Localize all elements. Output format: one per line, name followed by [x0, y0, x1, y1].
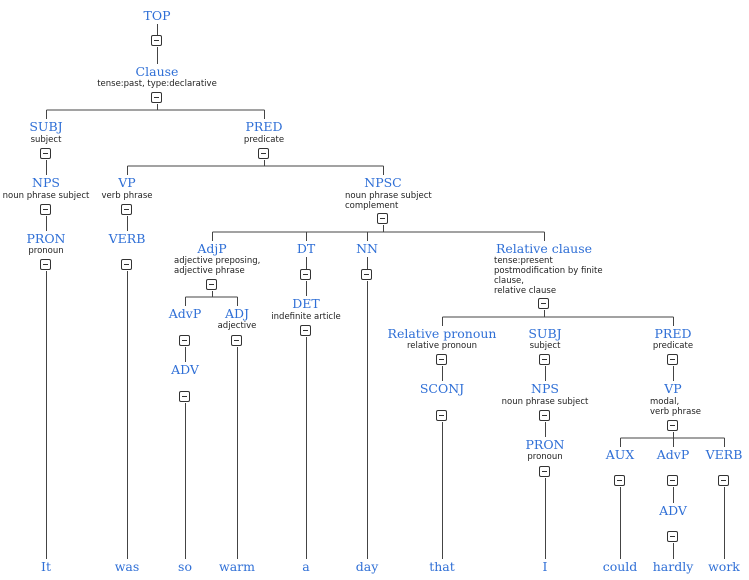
- collapse-toggle-advp-rel[interactable]: [667, 475, 678, 486]
- collapse-toggle-advp[interactable]: [179, 335, 190, 346]
- node-desc-pred: predicate: [243, 135, 285, 145]
- collapse-toggle-aux[interactable]: [614, 475, 625, 486]
- node-desc-nps: noun phrase subject: [2, 191, 90, 201]
- node-label-vp-rel: VP: [664, 381, 682, 396]
- node-desc-subj: subject: [30, 135, 62, 145]
- collapse-toggle-nps[interactable]: [40, 204, 51, 215]
- node-label-top: TOP: [143, 8, 171, 23]
- node-desc-subj-rel: subject: [529, 341, 561, 351]
- node-label-adjp: AdjP: [197, 241, 227, 256]
- word-could: could: [602, 559, 638, 574]
- collapse-toggle-nn[interactable]: [361, 269, 372, 280]
- collapse-toggle-adjp[interactable]: [206, 279, 217, 290]
- collapse-toggle-adv-rel[interactable]: [667, 531, 678, 542]
- node-label-verb-rel: VERB: [705, 447, 743, 462]
- word-warm: warm: [219, 559, 255, 574]
- node-label-aux: AUX: [605, 447, 635, 462]
- node-desc-relative-clause: tense:present postmodification by finite…: [494, 256, 603, 296]
- node-desc-vp-rel: modal, verb phrase: [650, 397, 701, 417]
- node-label-dt: DT: [296, 241, 316, 256]
- node-label-pron-rel: PRON: [525, 437, 565, 452]
- node-label-pred-rel: PRED: [654, 326, 692, 341]
- node-desc-adjp: adjective preposing, adjective phrase: [174, 256, 261, 276]
- node-desc-det: indefinite article: [271, 312, 341, 322]
- collapse-toggle-relative-pronoun[interactable]: [436, 354, 447, 365]
- node-label-sconj: SCONJ: [419, 381, 465, 396]
- node-label-nps: NPS: [32, 175, 60, 190]
- collapse-toggle-det[interactable]: [300, 325, 311, 336]
- word-i: I: [542, 559, 548, 574]
- node-label-advp: AdvP: [168, 306, 202, 321]
- node-desc-pron: pronoun: [28, 246, 64, 256]
- node-label-subj-rel: SUBJ: [528, 326, 562, 341]
- node-label-adj: ADJ: [224, 306, 250, 321]
- node-desc-npsc: noun phrase subject complement: [345, 191, 432, 211]
- collapse-toggle-pred-rel[interactable]: [667, 354, 678, 365]
- node-label-pron: PRON: [26, 231, 66, 246]
- node-desc-pred-rel: predicate: [652, 341, 694, 351]
- collapse-toggle-pron-rel[interactable]: [539, 466, 550, 477]
- word-day: day: [355, 559, 379, 574]
- node-label-relative-clause: Relative clause: [495, 241, 593, 256]
- node-label-det: DET: [292, 296, 320, 311]
- node-label-adv: ADV: [171, 362, 199, 377]
- node-desc-adj: adjective: [217, 321, 257, 331]
- node-label-relative-pronoun: Relative pronoun: [387, 326, 497, 341]
- collapse-toggle-verb-rel[interactable]: [718, 475, 729, 486]
- word-it: It: [41, 559, 51, 574]
- word-a: a: [302, 559, 310, 574]
- collapse-toggle-top[interactable]: [151, 35, 162, 46]
- collapse-toggle-dt[interactable]: [300, 269, 311, 280]
- node-label-npsc: NPSC: [364, 175, 402, 190]
- word-so: so: [178, 559, 192, 574]
- node-label-verb: VERB: [108, 231, 146, 246]
- node-label-nn: NN: [356, 241, 378, 256]
- collapse-toggle-adj[interactable]: [231, 335, 242, 346]
- node-desc-vp: verb phrase: [101, 191, 153, 201]
- node-desc-relative-pronoun: relative pronoun: [406, 341, 478, 351]
- collapse-toggle-subj-rel[interactable]: [539, 354, 550, 365]
- collapse-toggle-vp[interactable]: [121, 204, 132, 215]
- word-was: was: [114, 559, 140, 574]
- node-label-vp: VP: [118, 175, 136, 190]
- collapse-toggle-clause[interactable]: [151, 92, 162, 103]
- node-label-nps-rel: NPS: [531, 381, 559, 396]
- node-label-pred: PRED: [245, 119, 283, 134]
- node-desc-pron-rel: pronoun: [527, 452, 563, 462]
- collapse-toggle-vp-rel[interactable]: [667, 420, 678, 431]
- node-label-advp-rel: AdvP: [656, 447, 690, 462]
- word-hardly: hardly: [652, 559, 694, 574]
- collapse-toggle-pred[interactable]: [258, 148, 269, 159]
- node-label-clause: Clause: [135, 64, 179, 79]
- collapse-toggle-npsc[interactable]: [377, 213, 388, 224]
- node-desc-nps-rel: noun phrase subject: [501, 397, 589, 407]
- node-desc-clause: tense:past, type:declarative: [97, 79, 217, 89]
- collapse-toggle-sconj[interactable]: [436, 410, 447, 421]
- collapse-toggle-pron[interactable]: [40, 259, 51, 270]
- collapse-toggle-subj[interactable]: [40, 148, 51, 159]
- node-label-adv-rel: ADV: [659, 503, 687, 518]
- node-label-subj: SUBJ: [29, 119, 63, 134]
- word-that: that: [429, 559, 455, 574]
- collapse-toggle-nps-rel[interactable]: [539, 410, 550, 421]
- collapse-toggle-verb[interactable]: [121, 259, 132, 270]
- word-work: work: [708, 559, 740, 574]
- collapse-toggle-adv[interactable]: [179, 391, 190, 402]
- collapse-toggle-relative-clause[interactable]: [538, 298, 549, 309]
